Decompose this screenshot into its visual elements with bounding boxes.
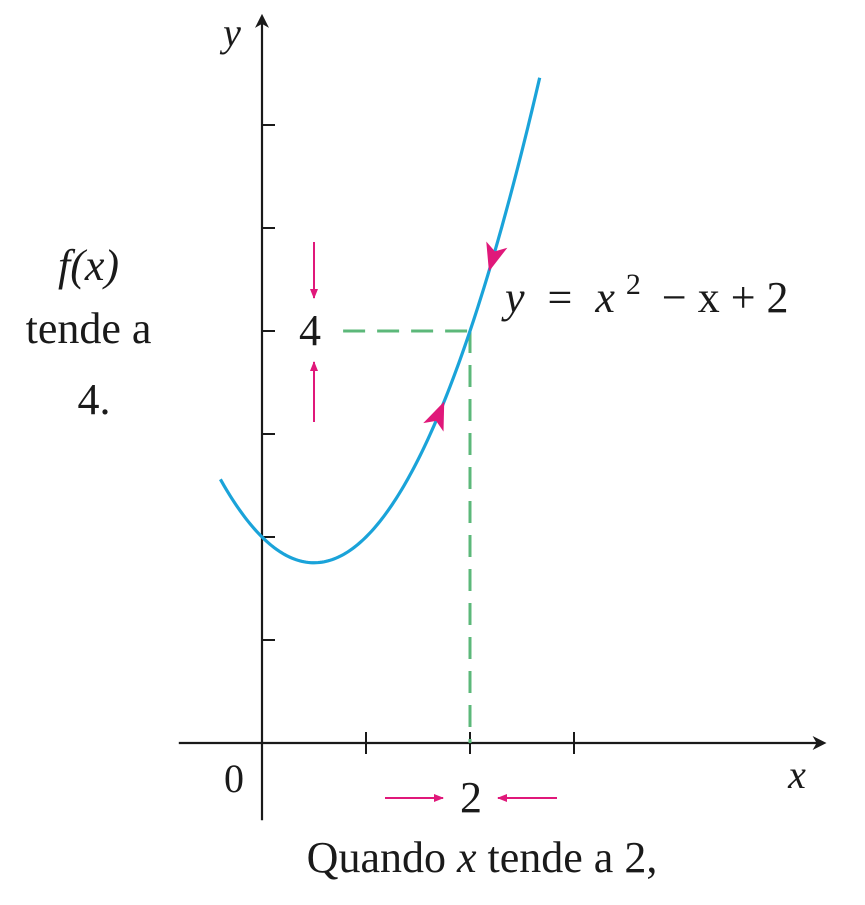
bottom-note-after: tende a 2, bbox=[477, 833, 658, 882]
x-tick-label-2: 2 bbox=[460, 773, 482, 822]
curve-arrow-from-left bbox=[423, 401, 445, 432]
function-label-rest: − x + 2 bbox=[662, 273, 789, 322]
left-note-line-2: tende a bbox=[26, 304, 152, 353]
y-tick-label-4: 4 bbox=[299, 306, 321, 355]
function-label-x: x bbox=[594, 273, 615, 322]
function-label-lhs: y bbox=[501, 273, 525, 322]
function-label-exponent: 2 bbox=[626, 268, 641, 301]
y-axis-label: y bbox=[219, 10, 241, 55]
parabola-curve bbox=[219, 77, 542, 565]
bottom-note: Quando x tende a 2, bbox=[307, 833, 658, 882]
bottom-note-var: x bbox=[456, 833, 477, 882]
left-note-line-1: f(x) bbox=[58, 241, 119, 290]
approach-arrows bbox=[310, 242, 557, 802]
function-label-eq: = bbox=[548, 273, 573, 322]
bottom-note-before: Quando bbox=[307, 833, 457, 882]
curve-arrows bbox=[423, 241, 508, 432]
left-note-line-3: 4. bbox=[78, 375, 111, 424]
curve-arrow-from-right bbox=[486, 241, 508, 272]
function-label: y = x 2 − x + 2 bbox=[501, 255, 789, 322]
left-note: f(x) tende a 4. bbox=[26, 241, 163, 424]
origin-label: 0 bbox=[224, 756, 244, 801]
x-axis-label: x bbox=[787, 752, 806, 797]
